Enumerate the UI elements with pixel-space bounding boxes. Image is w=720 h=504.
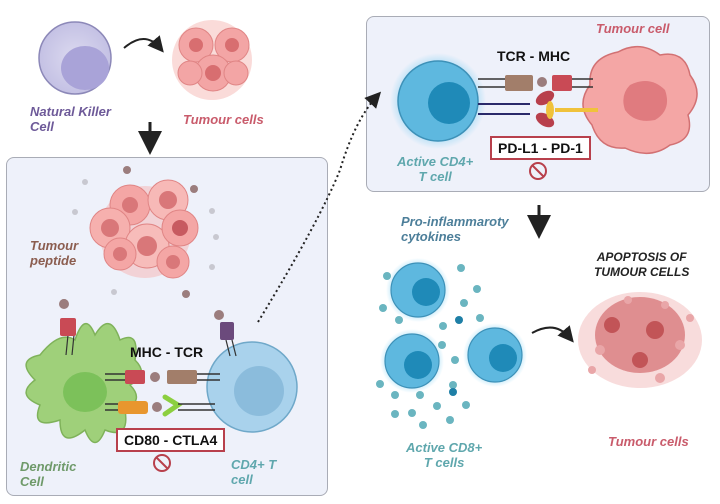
dotted-arrow-icon bbox=[257, 91, 382, 323]
tcr-mhc-label: TCR - MHC bbox=[497, 48, 571, 64]
tumour-peptide-cluster bbox=[60, 166, 219, 307]
active-cd8-label: Active CD8+ T cells bbox=[406, 440, 483, 470]
arrow-icon bbox=[123, 35, 164, 53]
cytokine-dots bbox=[376, 264, 484, 429]
cd80-ctla4-label: CD80 - CTLA4 bbox=[116, 428, 226, 452]
tumour-cell bbox=[582, 46, 698, 154]
prohibited-icon bbox=[529, 162, 547, 180]
pro-inflammatory-label: Pro-inflammaroty cytokines bbox=[401, 214, 509, 244]
cd80-ctla4-synapse bbox=[105, 394, 215, 417]
active-cd8-t-cells bbox=[380, 258, 527, 393]
pdl1-pd1-label: PD-L1 - PD-1 bbox=[490, 136, 591, 160]
apoptotic-tumour-cells bbox=[578, 292, 702, 388]
tumour-cells-label-bottom: Tumour cells bbox=[608, 434, 689, 449]
dendritic-cell bbox=[25, 323, 143, 444]
mhc-tcr-synapse bbox=[105, 370, 220, 384]
mhc-tcr-label: MHC - TCR bbox=[130, 344, 204, 360]
cd4-t-cell-label: CD4+ T cell bbox=[231, 457, 277, 487]
tumour-cell-label: Tumour cell bbox=[596, 21, 670, 36]
arrow-icon bbox=[531, 325, 574, 343]
prohibited-icon bbox=[153, 454, 171, 472]
cd4-t-cell bbox=[206, 341, 298, 433]
pdl1-pd1-synapse bbox=[478, 90, 598, 128]
active-cd4-label: Active CD4+ T cell bbox=[397, 154, 474, 184]
apoptosis-label: APOPTOSIS OF TUMOUR CELLS bbox=[594, 250, 690, 279]
natural-killer-label: Natural Killer Cell bbox=[30, 104, 111, 134]
tcr-mhc-synapse bbox=[478, 75, 593, 91]
tumour-cells-label-top: Tumour cells bbox=[183, 112, 264, 127]
natural-killer-cell bbox=[38, 21, 112, 95]
tumour-peptide-label: Tumour peptide bbox=[30, 238, 79, 268]
dendritic-cell-label: Dendritic Cell bbox=[20, 459, 77, 489]
tumour-cluster-top bbox=[172, 20, 252, 100]
tcr-receptor bbox=[214, 310, 237, 357]
mhc-receptor bbox=[59, 299, 76, 356]
active-cd4-t-cell bbox=[390, 53, 486, 149]
